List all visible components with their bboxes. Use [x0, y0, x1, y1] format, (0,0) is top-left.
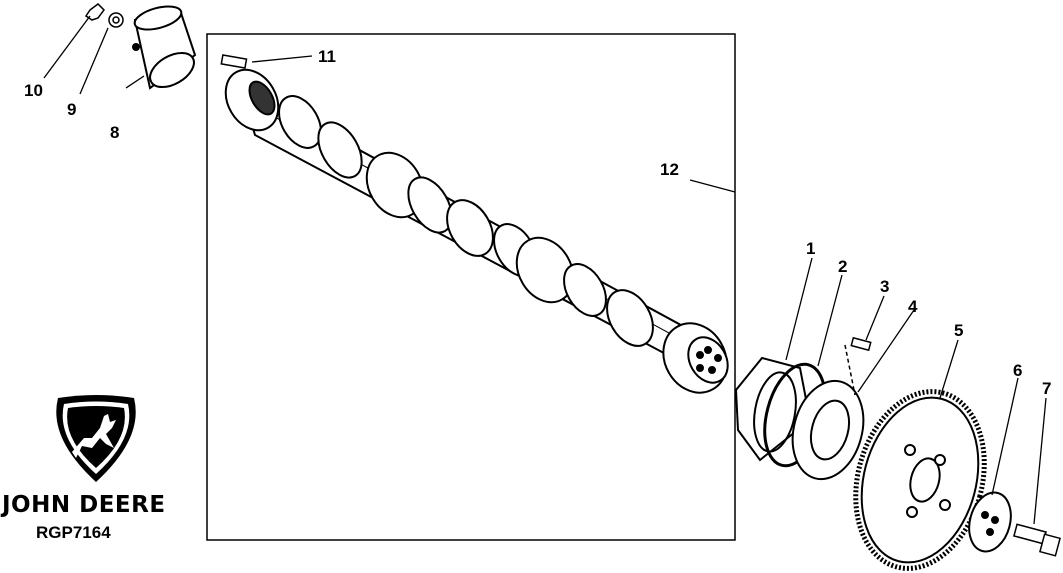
callout-2: 2 [838, 257, 847, 276]
brand-name: JOHN DEERE [2, 492, 166, 518]
callout-10: 10 [24, 81, 43, 100]
dowel-pin [220, 54, 248, 69]
camshaft [224, 68, 729, 394]
callout-9: 9 [67, 100, 76, 119]
callout-12: 12 [660, 160, 679, 179]
camshaft-frame [206, 33, 736, 541]
callout-11: 11 [318, 47, 336, 66]
figure-code: RGP7164 [36, 523, 111, 542]
thrust-plate [791, 379, 865, 481]
leader-lines [43, 15, 1047, 525]
callout-8: 8 [110, 123, 119, 142]
callout-3: 3 [880, 277, 889, 296]
plug [108, 12, 124, 28]
callout-7: 7 [1042, 379, 1051, 398]
camshaft-bushing [132, 5, 197, 90]
bolt [1013, 523, 1061, 557]
callout-4: 4 [908, 297, 918, 316]
camshaft-gear [853, 389, 987, 571]
fitting [84, 3, 105, 21]
callout-5: 5 [954, 321, 963, 340]
john-deere-deer-logo-icon [56, 395, 136, 482]
callout-1: 1 [806, 239, 815, 258]
screw [844, 336, 872, 396]
washer [968, 491, 1012, 553]
callout-6: 6 [1013, 361, 1022, 380]
